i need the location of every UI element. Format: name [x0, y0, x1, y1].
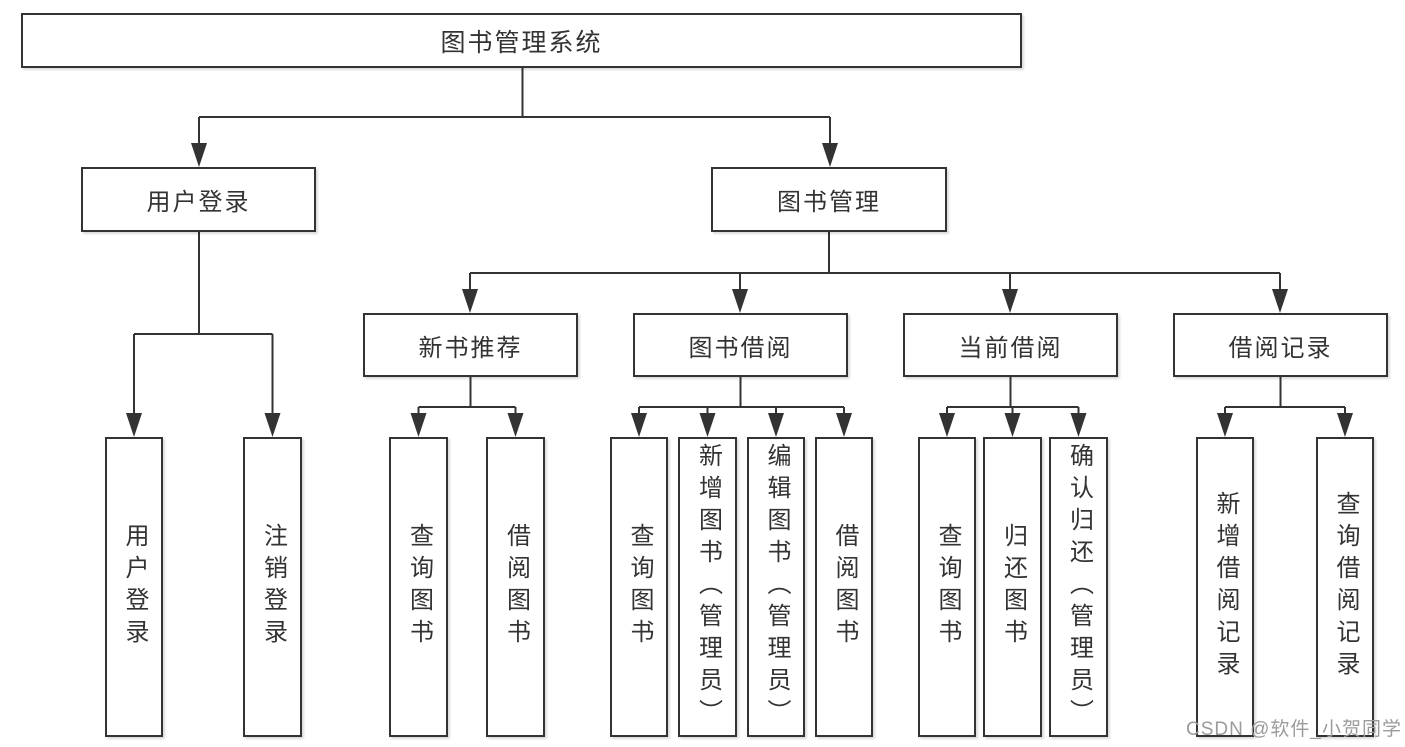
leaf-return-book: 归还图书: [983, 437, 1042, 737]
node-label: 新增借阅记录: [1212, 491, 1239, 683]
node-book-borrow: 图书借阅: [633, 313, 848, 377]
node-label: 用户登录: [146, 189, 251, 216]
leaf-add-borrow-record: 新增借阅记录: [1196, 437, 1254, 737]
node-label: 查询图书: [626, 523, 653, 651]
leaf-borrow-books-recommend: 借阅图书: [486, 437, 545, 737]
leaf-logout: 注销登录: [243, 437, 302, 737]
node-label: 注销登录: [259, 523, 287, 651]
node-library-management-system: 图书管理系统: [21, 13, 1022, 68]
node-label: 新增图书（管理员）: [694, 443, 722, 731]
node-user-login: 用户登录: [81, 167, 316, 232]
node-label: 查询图书: [934, 523, 961, 651]
watermark: CSDN @软件_小贺同学: [1186, 719, 1402, 740]
leaf-confirm-return-admin: 确认归还（管理员）: [1049, 437, 1108, 737]
leaf-edit-book-admin: 编辑图书（管理员）: [747, 437, 805, 737]
node-label: 图书管理系统: [440, 28, 603, 57]
node-label: 新书推荐: [418, 334, 523, 362]
node-label: 编辑图书（管理员）: [763, 443, 790, 731]
node-label: 当前借阅: [958, 334, 1063, 362]
node-new-book-recommend: 新书推荐: [363, 313, 578, 377]
leaf-borrow-books: 借阅图书: [815, 437, 873, 737]
node-label: 用户登录: [121, 523, 148, 651]
node-current-borrow: 当前借阅: [903, 313, 1118, 377]
node-label: 查询借阅记录: [1332, 491, 1359, 683]
node-label: 借阅图书: [831, 523, 858, 651]
node-label: 图书管理: [777, 189, 881, 216]
node-borrow-records: 借阅记录: [1173, 313, 1388, 377]
leaf-query-books-borrow: 查询图书: [610, 437, 668, 737]
node-label: 查询图书: [405, 523, 433, 651]
node-label: 借阅记录: [1228, 334, 1333, 362]
node-label: 借阅图书: [502, 523, 530, 651]
arrowheads: [126, 143, 1353, 437]
leaf-query-books-recommend: 查询图书: [389, 437, 448, 737]
leaf-query-borrow-record: 查询借阅记录: [1316, 437, 1374, 737]
leaf-query-books-current: 查询图书: [918, 437, 976, 737]
node-label: 归还图书: [999, 523, 1027, 651]
leaf-add-book-admin: 新增图书（管理员）: [678, 437, 737, 737]
node-label: 确认归还（管理员）: [1065, 443, 1093, 731]
node-book-management: 图书管理: [711, 167, 947, 232]
node-label: 图书借阅: [688, 334, 793, 362]
leaf-user-login: 用户登录: [105, 437, 163, 737]
